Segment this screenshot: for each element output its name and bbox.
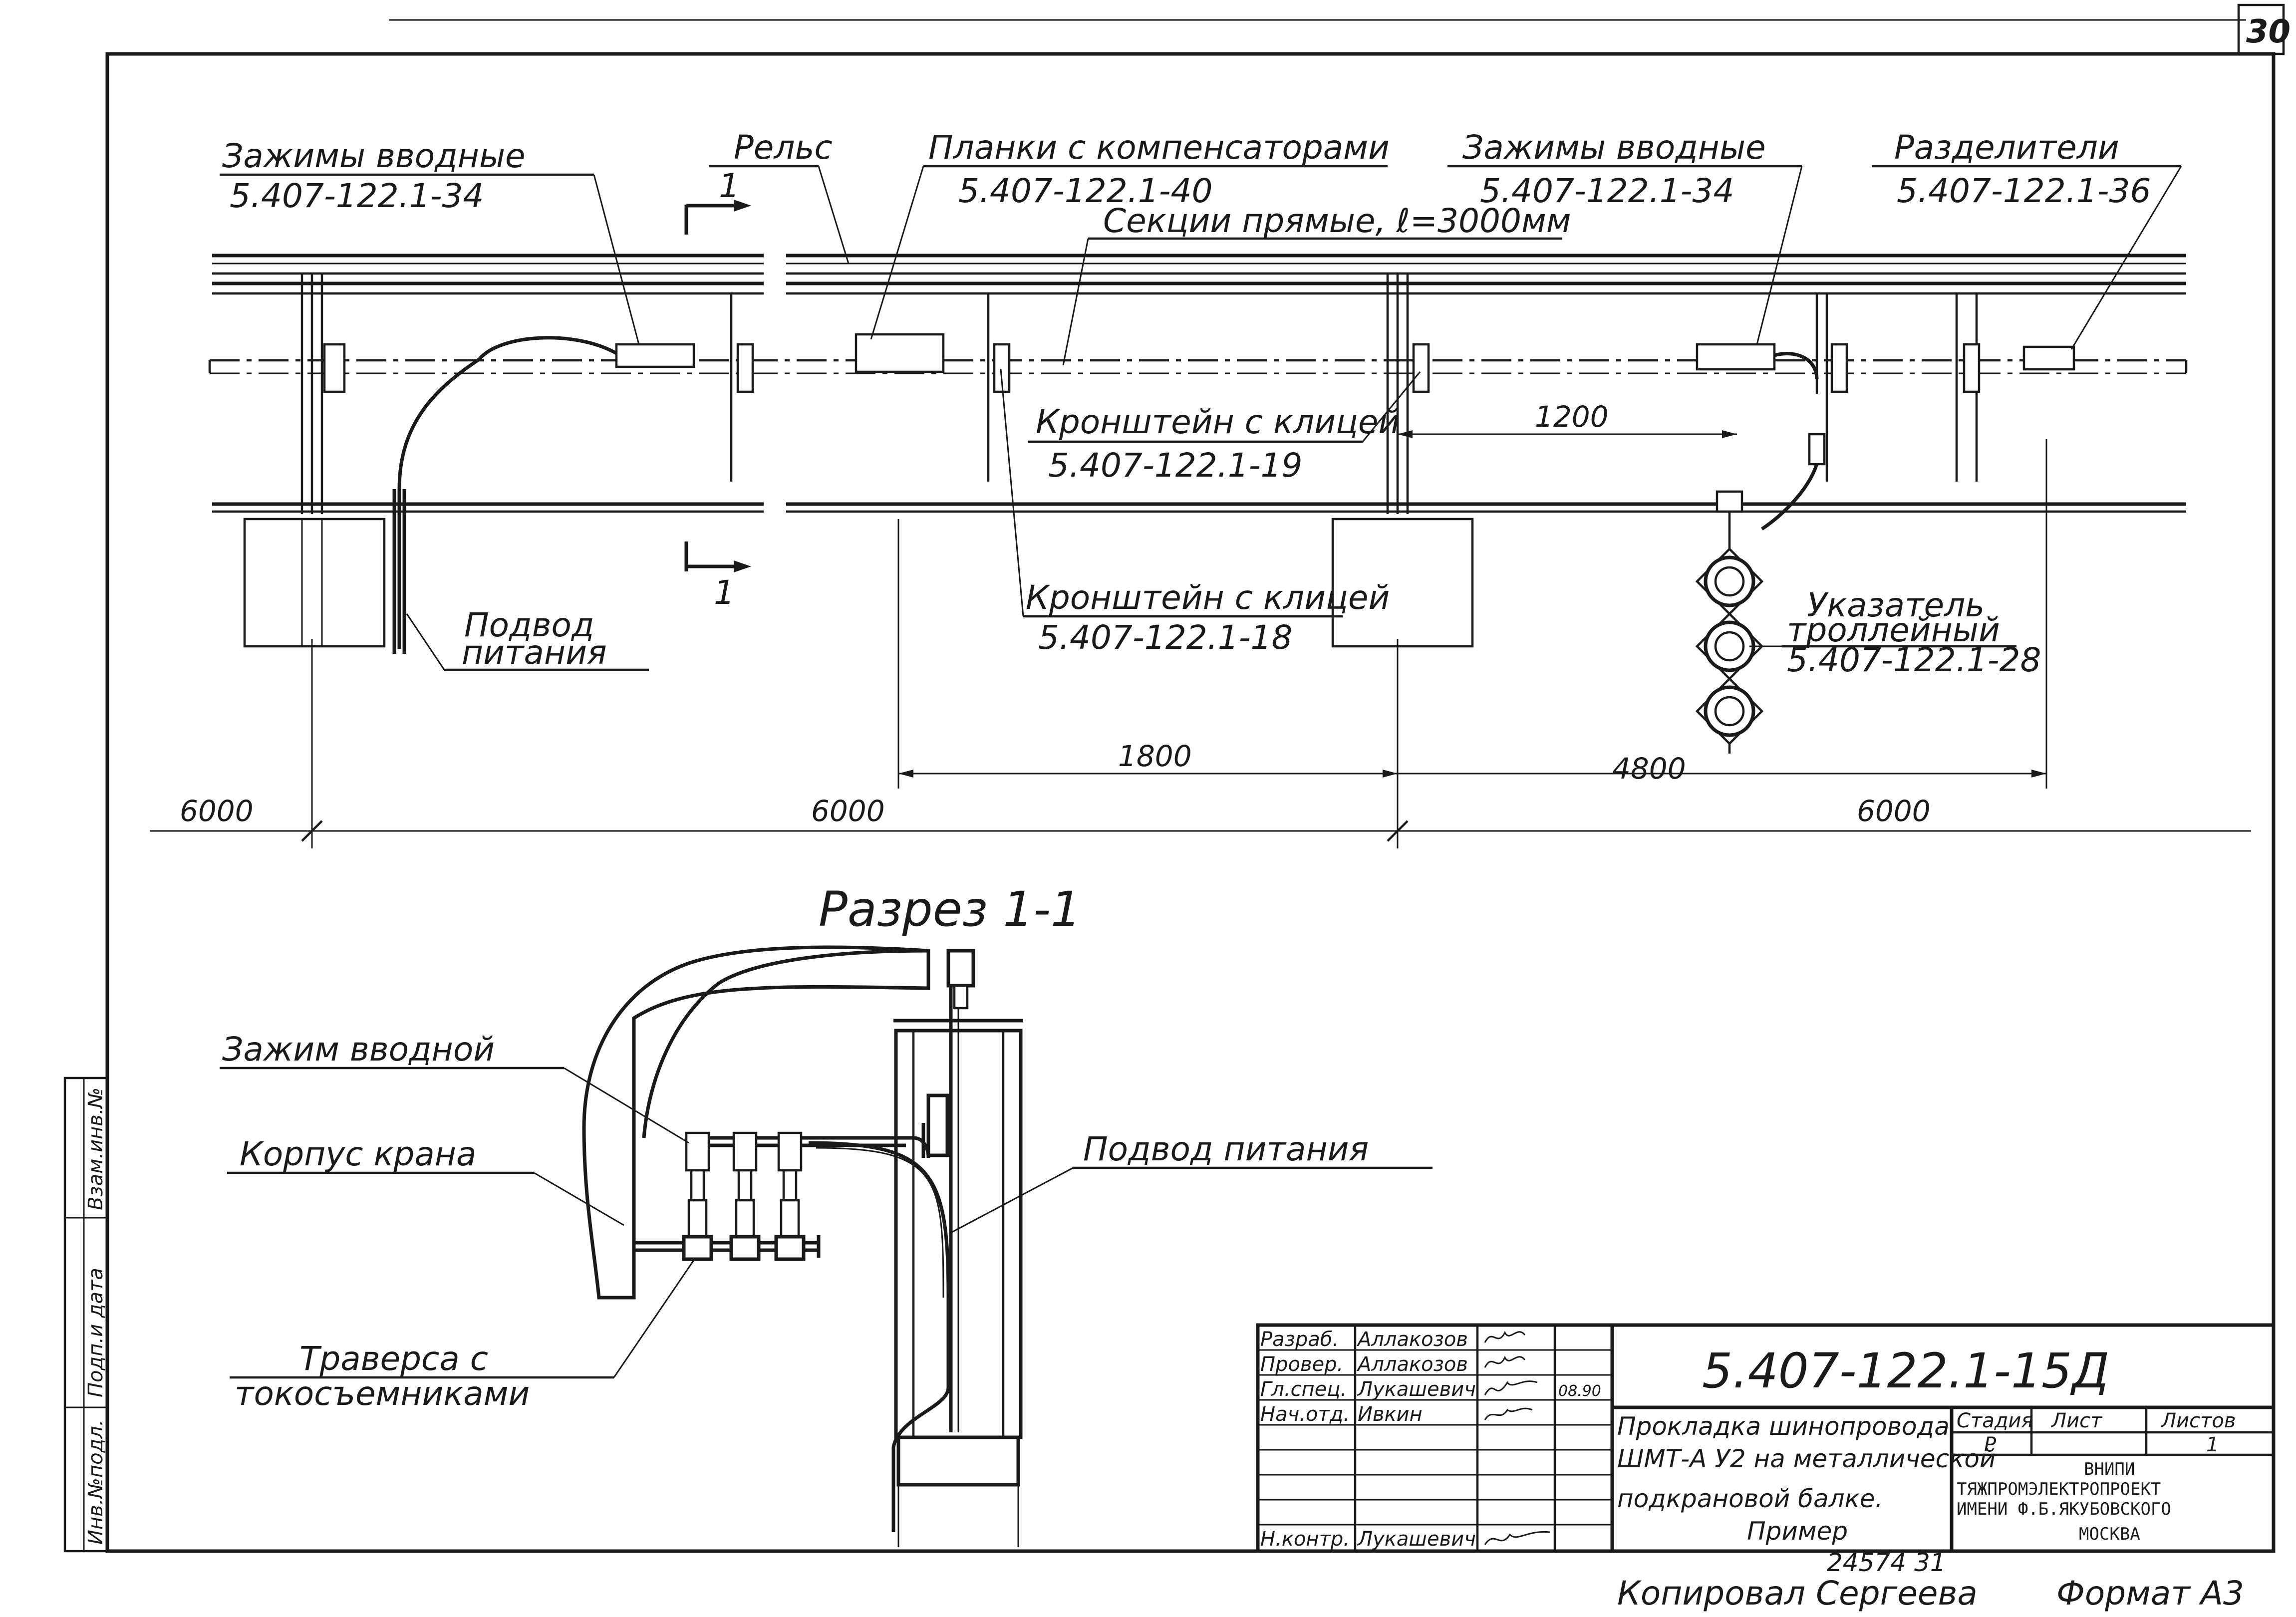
signer-role-0: Разраб. <box>1260 1328 1339 1351</box>
sheets-header: Листов <box>2160 1409 2236 1432</box>
label-section-mark-bottom: 1 <box>714 573 735 612</box>
signer-name-1: Аллакозов <box>1356 1353 1468 1376</box>
signer-role-2: Гл.спец. <box>1260 1378 1347 1401</box>
side-stamp-inv-instead: Взам.инв.№ <box>84 1087 107 1210</box>
signer-date: 08.90 <box>1558 1382 1601 1400</box>
plan-dimensions: 1200 1800 4800 6000 6000 6000 <box>150 400 2251 848</box>
power-cable-section <box>642 949 929 1138</box>
label-rail: Рельс <box>734 128 833 167</box>
signer-role-3: Нач.отд. <box>1260 1403 1350 1426</box>
dim-1800: 1800 <box>1118 739 1192 773</box>
power-cable-plan <box>397 336 617 649</box>
column-left <box>243 273 386 648</box>
doc-title-line-3: Пример <box>1747 1517 1848 1546</box>
separator <box>2022 345 2075 371</box>
current-collector-head <box>946 949 975 1010</box>
label-compensators: Планки с компенсаторами <box>928 128 1390 167</box>
org-line-3: МОСКВА <box>2079 1524 2140 1544</box>
sheet-header: Лист <box>2050 1409 2103 1432</box>
dim-6000-left: 6000 <box>180 794 254 828</box>
label-straight-sections: Секции прямые, ℓ=3000мм <box>1103 202 1571 240</box>
section-title: Разрез 1-1 <box>819 881 1081 937</box>
label-power-supply-section: Подвод питания <box>1083 1130 1369 1168</box>
column-mid <box>1331 273 1474 648</box>
label-power-supply-2: питания <box>462 633 607 672</box>
trolley-indicator <box>1695 352 1826 754</box>
signature-marks <box>1484 1331 1550 1545</box>
label-clamps-right-code: 5.407-122.1-34 <box>1480 172 1734 210</box>
stage-header: Стадия <box>1957 1409 2033 1432</box>
column-section <box>893 976 1023 1547</box>
label-clamps-left-code: 5.407-122.1-34 <box>230 177 484 215</box>
input-clamp-right <box>1696 343 1776 371</box>
bracket-posts <box>730 293 1978 482</box>
org-line-1: ТЯЖПРОМЭЛЕКТРОПРОЕКТ <box>1957 1479 2161 1499</box>
label-traverse-1: Траверса с <box>299 1340 488 1378</box>
inventory-number: 24574 31 <box>1827 1548 1946 1577</box>
crane-body <box>582 945 930 1300</box>
side-stamp: Инв.№подл. Подп.и дата Взам.инв.№ <box>63 1077 109 1553</box>
dim-1200: 1200 <box>1535 400 1609 434</box>
plan-labels: Зажимы вводные 5.407-122.1-34 Рельс 1 1 … <box>220 128 2182 679</box>
section-view: Разрез 1-1 <box>220 881 1433 1547</box>
label-separators-code: 5.407-122.1-36 <box>1897 172 2151 210</box>
stage-value: Р <box>1984 1433 1997 1456</box>
sheet-frame: 30 <box>105 3 2291 1553</box>
label-traverse-2: токосъемниками <box>235 1374 530 1413</box>
label-trolley-indicator-2: троллейный <box>1787 611 2000 649</box>
input-clamp-left <box>615 343 695 368</box>
label-crane-body: Корпус крана <box>240 1135 476 1173</box>
label-section-mark-top: 1 <box>719 167 740 205</box>
dim-4800: 4800 <box>1612 752 1686 786</box>
doc-title-line-0: Прокладка шинопровода <box>1617 1412 1950 1441</box>
signer-role-4: Н.контр. <box>1260 1528 1350 1551</box>
signer-name-0: Аллакозов <box>1356 1328 1468 1351</box>
label-bracket-18: Кронштейн с клицей <box>1026 578 1390 617</box>
label-power-supply-1: Подвод <box>464 606 594 644</box>
busbar <box>208 359 2188 374</box>
label-bracket-19-code: 5.407-122.1-19 <box>1048 446 1303 485</box>
doc-title-line-1: ШМТ-А У2 на металлической <box>1617 1444 1996 1473</box>
doc-code: 5.407-122.1-15Д <box>1702 1343 2109 1399</box>
side-stamp-inv-orig: Инв.№подл. <box>84 1419 107 1545</box>
signer-role-1: Провер. <box>1260 1353 1343 1376</box>
signer-name-2: Лукашевич <box>1357 1378 1476 1401</box>
label-trolley-indicator-code: 5.407-122.1-28 <box>1787 641 2041 679</box>
org-line-0: ВНИПИ <box>2084 1459 2135 1479</box>
doc-title-line-2: подкрановой балке. <box>1617 1484 1883 1513</box>
label-bracket-19: Кронштейн с клицей <box>1036 403 1400 441</box>
sheets-value: 1 <box>2206 1433 2219 1456</box>
compensator-bar <box>855 333 945 373</box>
copied-by: Копировал Сергеева <box>1617 1574 1978 1613</box>
dim-6000-mid: 6000 <box>811 794 885 828</box>
label-compensators-code: 5.407-122.1-40 <box>958 172 1213 210</box>
dim-6000-right: 6000 <box>1857 794 1931 828</box>
side-stamp-sign-date: Подп.и дата <box>84 1268 107 1397</box>
label-trolley-indicator-1: Указатель <box>1807 586 1985 624</box>
signer-name-3: Ивкин <box>1358 1403 1423 1426</box>
section-labels: Зажим вводной Корпус крана Подвод питани… <box>220 1030 1433 1413</box>
title-block: Разраб. Аллакозов Провер. Аллакозов Гл.с… <box>1256 1323 2276 1553</box>
page-number: 30 <box>2246 13 2291 50</box>
sheet-format: Формат А3 <box>2056 1574 2244 1613</box>
traverse-arm <box>634 1131 930 1261</box>
bracket-clamps <box>323 343 1981 393</box>
label-separators: Разделители <box>1894 128 2119 167</box>
label-bracket-18-code: 5.407-122.1-18 <box>1038 618 1293 657</box>
signer-name-4: Лукашевич <box>1357 1528 1476 1551</box>
plan-view: Зажимы вводные 5.407-122.1-34 Рельс 1 1 … <box>150 128 2251 848</box>
crane-beam <box>212 254 2186 513</box>
label-clamp-input: Зажим вводной <box>222 1030 495 1069</box>
section-mark <box>684 200 751 572</box>
label-clamps-left: Зажимы вводные <box>222 137 526 175</box>
org-line-2: ИМЕНИ Ф.Б.ЯКУБОВСКОГО <box>1957 1499 2171 1519</box>
label-clamps-right: Зажимы вводные <box>1462 128 1766 167</box>
